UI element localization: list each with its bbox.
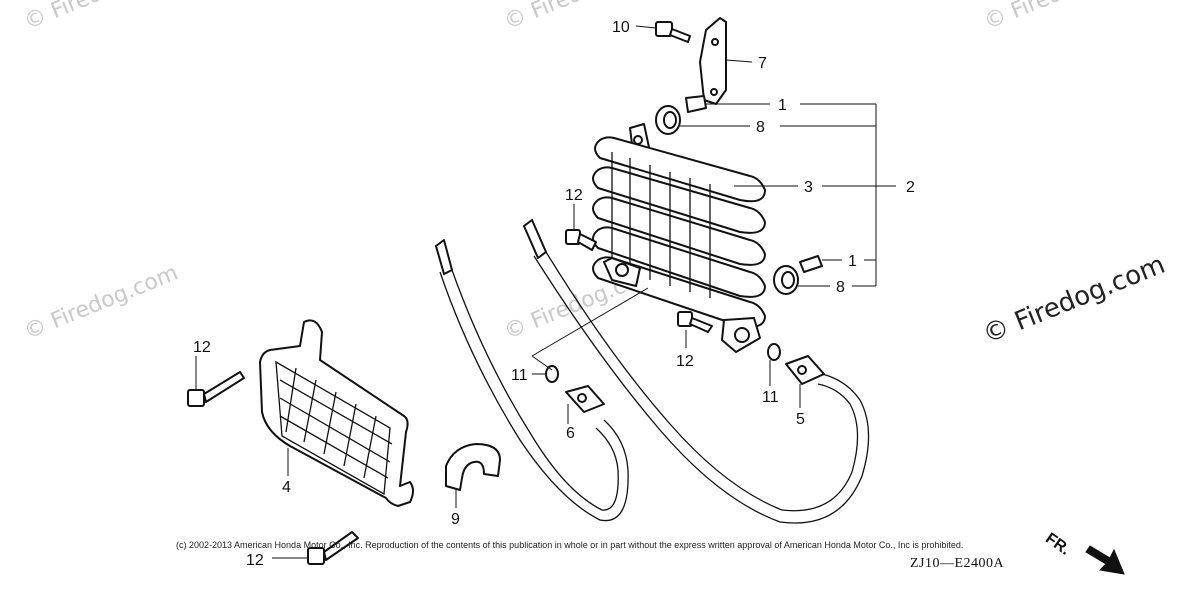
grommet-part-8-right[interactable]	[773, 265, 799, 295]
callout-5: 5	[796, 411, 805, 428]
hose-fitting-part-6[interactable]	[565, 385, 605, 413]
callout-2: 2	[906, 179, 915, 196]
callout-1-right: 1	[848, 253, 857, 270]
copyright-notice: (c) 2002-2013 American Honda Motor Co., …	[176, 540, 964, 550]
bolt-part-12-b[interactable]	[677, 311, 713, 333]
callout-12-upper: 12	[565, 187, 583, 204]
hose-left[interactable]	[435, 239, 629, 522]
bolt-part-10[interactable]	[655, 21, 691, 43]
diagram-code: ZJ10—E2400A	[910, 556, 1005, 571]
callout-12-middle: 12	[676, 353, 694, 370]
callout-11-right: 11	[762, 389, 779, 406]
hose-right[interactable]	[523, 219, 870, 524]
hose-fitting-part-5[interactable]	[785, 355, 825, 385]
front-direction-arrow-icon	[1085, 545, 1125, 575]
callout-3: 3	[804, 179, 813, 196]
callout-8-top: 8	[756, 119, 765, 136]
grommet-part-8-top[interactable]	[655, 105, 681, 135]
callout-4: 4	[282, 479, 291, 496]
o-ring-part-11-a[interactable]	[545, 365, 559, 383]
cooler-guard-part-4[interactable]	[259, 319, 414, 507]
collar-part-1-right[interactable]	[799, 255, 823, 273]
leader-lines	[195, 25, 896, 559]
clamp-part-9[interactable]	[445, 443, 501, 491]
callout-9: 9	[451, 511, 460, 528]
bolt-part-12-c[interactable]	[187, 371, 245, 407]
callout-7: 7	[758, 55, 767, 72]
collar-part-1-top[interactable]	[685, 95, 707, 113]
callout-11-left: 11	[511, 367, 528, 384]
bolt-part-12-d[interactable]	[307, 531, 359, 565]
callout-12-left: 12	[193, 339, 211, 356]
callout-10: 10	[612, 19, 630, 36]
bolt-part-12-a[interactable]	[565, 229, 597, 251]
callout-6: 6	[566, 425, 575, 442]
callout-8-right: 8	[836, 279, 845, 296]
callout-12-bottom: 12	[246, 552, 264, 569]
callout-1-top: 1	[778, 97, 787, 114]
oil-cooler-part-3[interactable]	[592, 123, 766, 353]
o-ring-part-11-b[interactable]	[767, 343, 781, 361]
bracket-part-7[interactable]	[699, 17, 727, 105]
